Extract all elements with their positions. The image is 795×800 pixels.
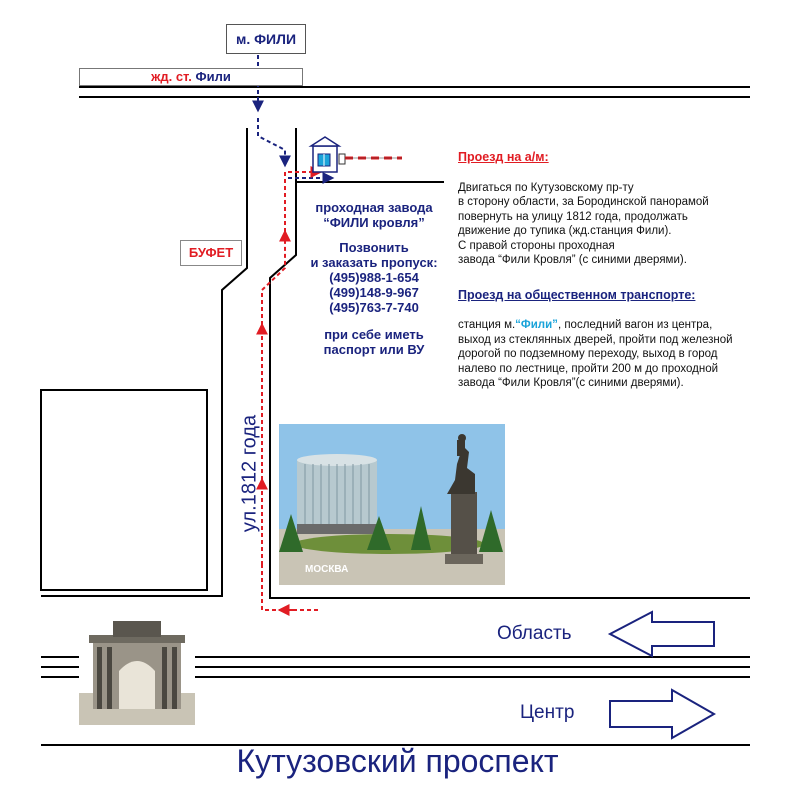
barrier-icon — [338, 153, 402, 165]
street-label: ул.1812 года — [238, 414, 261, 533]
gate-line-1: проходная завода — [315, 200, 433, 215]
call-line-2: и заказать пропуск: — [310, 255, 438, 270]
car-route-line: в сторону области, за Бородинской панора… — [458, 196, 709, 208]
transit-route-line: завода “Фили Кровля”(с синими дверями). — [458, 377, 684, 389]
passport-line-2: паспорт или ВУ — [323, 342, 425, 357]
call-line-1: Позвонить — [339, 240, 409, 255]
gate-line-2: “ФИЛИ кровля” — [323, 215, 425, 230]
directions-column: Проезд на а/м: Двигаться по Кутузовскому… — [458, 150, 778, 391]
triumphal-arch-photo — [79, 613, 195, 725]
phone-3: (495)763-7-740 — [329, 300, 419, 315]
car-route-5 — [284, 166, 323, 232]
arrow-center-icon — [609, 688, 717, 740]
rail-station-label: жд. ст. Фили — [79, 68, 303, 86]
phone-2: (499)148-9-967 — [329, 285, 419, 300]
car-route-line: С правой стороны проходная — [458, 239, 615, 252]
car-route-line: Двигаться по Кутузовскому пр-ту — [458, 181, 634, 194]
arrow-oblast-icon — [607, 610, 715, 658]
transit-station-highlight: “Фили” — [515, 319, 558, 331]
rail-station-name: Фили — [195, 69, 231, 84]
transit-route-title: Проезд на общественном транспорте: — [458, 287, 696, 302]
photo-caption: МОСКВА — [305, 564, 349, 575]
building-block — [40, 389, 208, 591]
transit-route-line: налево по лестнице, пройти 200 м до прох… — [458, 362, 719, 375]
car-route-line: повернуть на улицу 1812 года, продолжать — [458, 210, 688, 223]
pedestrian-route-2 — [257, 118, 291, 168]
passport-line-1: при себе иметь — [324, 327, 424, 342]
transit-route-line: дорогой по подземному переходу, выход в … — [458, 348, 718, 360]
guard-booth-icon — [308, 136, 342, 173]
street-right-edge — [269, 128, 750, 599]
phone-1: (495)988-1-654 — [329, 270, 419, 285]
borodino-panorama-photo: МОСКВА — [279, 424, 505, 585]
avenue-title: Кутузовский проспект — [236, 743, 559, 779]
direction-center-label: Центр — [520, 702, 575, 723]
metro-station-label: м. ФИЛИ — [226, 24, 306, 54]
transit-route-line: выход из стеклянных дверей, пройти под ж… — [458, 333, 733, 346]
car-route-line: завода “Фили Кровля” (с синими дверями). — [458, 254, 687, 266]
direction-oblast-label: Область — [497, 623, 572, 644]
bufet-label: БУФЕТ — [180, 240, 242, 266]
transit-route-line-1: станция м.“Фили”, последний вагон из цен… — [458, 318, 778, 333]
transit-suffix: , последний вагон из центра, — [557, 319, 713, 331]
transit-prefix: станция м. — [458, 319, 516, 331]
street-left-edge — [41, 128, 248, 597]
car-route-1 — [261, 565, 318, 611]
rail-station-prefix: жд. ст. — [151, 69, 192, 84]
gate-info-block: проходная завода “ФИЛИ кровля” Позвонить… — [300, 200, 448, 357]
car-route-title: Проезд на а/м: — [458, 150, 549, 164]
car-route-line: движение до тупика (жд.станция Фили). — [458, 225, 672, 237]
car-route-4 — [261, 229, 291, 325]
